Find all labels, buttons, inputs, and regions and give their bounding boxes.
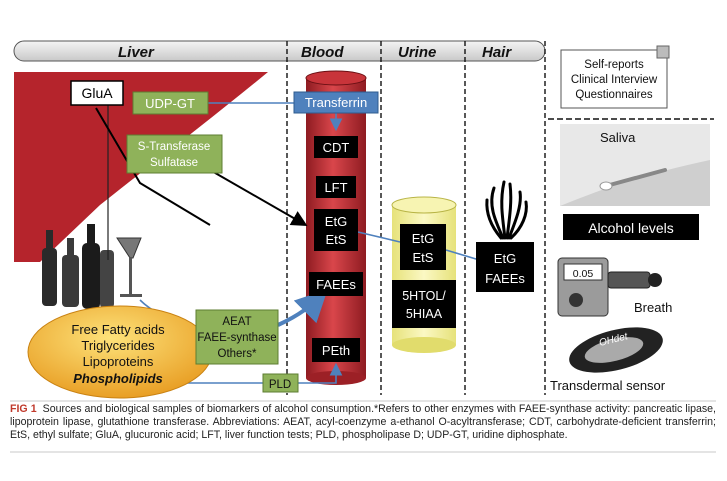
transferrin-box: Transferrin (293, 91, 379, 114)
udpgt-label: UDP-GT (145, 96, 195, 111)
saliva-panel: Saliva (560, 124, 710, 206)
breath-display: 0.05 (573, 268, 594, 280)
transdermal-label: Transdermal sensor (550, 378, 666, 393)
glua-label: GluA (81, 85, 113, 101)
urine-etg-ets: EtG EtS (400, 224, 446, 270)
header-blood: Blood (301, 44, 344, 61)
pld-box: PLD (262, 373, 299, 393)
svg-text:5HTOL/: 5HTOL/ (402, 289, 446, 303)
svg-text:FAEE-synthase: FAEE-synthase (197, 332, 276, 344)
glua-box: GluA (70, 80, 124, 106)
self-reports-card: Self-reports Clinical Interview Question… (560, 45, 670, 109)
lipid-tg: Triglycerides (81, 338, 155, 353)
svg-text:AEAT: AEAT (222, 316, 251, 328)
svg-text:PEth: PEth (322, 343, 350, 358)
blood-lft: LFT (316, 176, 356, 198)
breath-label: Breath (634, 300, 672, 315)
svg-text:Clinical Interview: Clinical Interview (571, 74, 658, 86)
hair-markers: EtG FAEEs (476, 242, 534, 292)
blood-peth: PEth (312, 338, 360, 362)
column-dividers (286, 41, 546, 395)
transferrin-label: Transferrin (305, 95, 367, 110)
header-liver: Liver (118, 44, 155, 61)
svg-text:EtG: EtG (325, 214, 347, 229)
svg-text:FAEEs: FAEEs (316, 277, 356, 292)
sulfatase-label: Sulfatase (150, 157, 198, 169)
svg-text:Questionnaires: Questionnaires (575, 89, 653, 101)
alcohol-levels-box: Alcohol levels (563, 214, 699, 240)
svg-text:Others*: Others* (218, 348, 258, 360)
svg-text:LFT: LFT (324, 180, 347, 195)
urine-5htol: 5HTOL/ 5HIAA (392, 280, 456, 328)
svg-text:Alcohol levels: Alcohol levels (588, 220, 674, 236)
s-transferase-label: S-Transferase (138, 141, 210, 153)
svg-text:EtS: EtS (326, 232, 347, 247)
blood-faees: FAEEs (309, 272, 363, 296)
lipid-lp: Lipoproteins (83, 354, 154, 369)
udpgt-box: UDP-GT (132, 91, 209, 115)
urine-container (391, 196, 457, 353)
breathalyzer-icon: 0.05 (557, 257, 662, 317)
svg-text:Self-reports: Self-reports (584, 59, 644, 71)
svg-text:PLD: PLD (269, 379, 291, 391)
blood-etg-ets: EtG EtS (314, 209, 358, 251)
svg-text:CDT: CDT (323, 140, 350, 155)
caption-text: Sources and biological samples of biomar… (10, 403, 716, 442)
lipid-ffa: Free Fatty acids (71, 322, 165, 337)
bottles-glasses-icon (42, 224, 142, 309)
hair-icon (485, 180, 528, 240)
sulfo-box: S-Transferase Sulfatase (126, 134, 223, 174)
lipid-phospholipids: Phospholipids (73, 371, 163, 386)
swab-icon (604, 168, 667, 188)
svg-text:EtG: EtG (412, 231, 434, 246)
transdermal-sensor-icon: OHdet (569, 327, 663, 373)
svg-text:EtS: EtS (413, 250, 434, 265)
header-hair: Hair (482, 44, 512, 61)
aeat-box: AEAT FAEE-synthase Others* (195, 309, 279, 365)
lipids-ellipse: Free Fatty acids Triglycerides Lipoprote… (27, 305, 213, 399)
svg-text:5HIAA: 5HIAA (406, 307, 443, 321)
caption-label: FIG 1 (10, 403, 37, 415)
blood-cdt: CDT (314, 136, 358, 158)
header-urine: Urine (398, 44, 436, 61)
svg-text:EtG: EtG (494, 251, 516, 266)
saliva-label: Saliva (600, 130, 636, 145)
svg-text:FAEEs: FAEEs (485, 271, 525, 286)
